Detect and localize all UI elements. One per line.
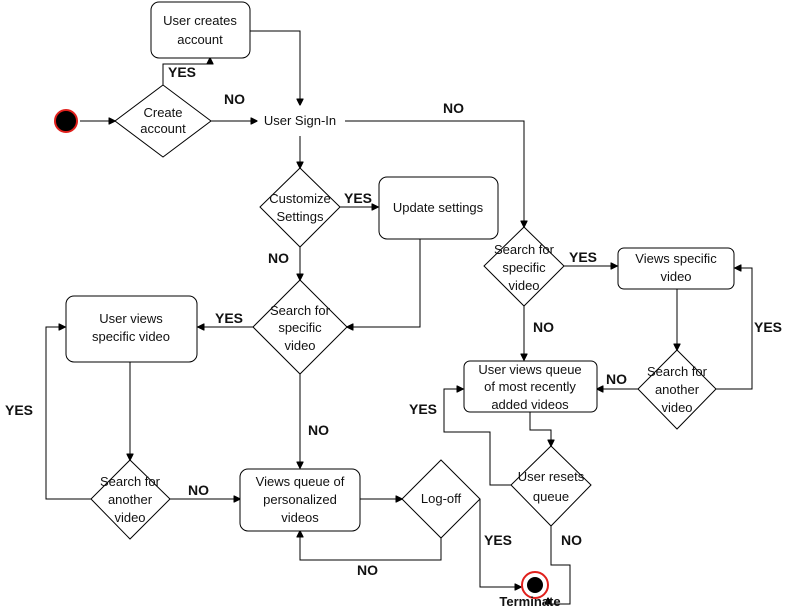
node-user-sign-in: User Sign-In [264,113,336,128]
node-text-line: video [508,278,539,293]
node-text-line: specific [502,260,546,275]
node-text-line: video [114,510,145,525]
edges-layer [45,30,753,605]
diamond-shape [114,84,212,158]
label-another-right-no: NO [606,371,627,387]
process-views-specific-video: Views specific video [617,247,735,290]
end-dot [527,577,543,593]
label-search-left-yes: YES [215,310,243,326]
decision-search-another-left: Search for another video [90,459,171,540]
node-text-line: User creates [163,13,237,28]
diamond-shape [483,226,565,307]
label-another-left-yes: YES [5,402,33,418]
process-update-settings: Update settings [378,176,499,240]
node-text-line: video [660,269,691,284]
nodes-layer: Create account User creates account User… [54,1,735,609]
edge-signin-no [345,120,524,227]
node-text-line: Views queue of [256,474,345,489]
label-create-account-yes: YES [168,64,196,80]
diamond-shape [252,279,348,375]
node-text-line: User resets [518,469,585,484]
diamond-shape [637,349,717,430]
edge-logoff-no [300,531,442,561]
diamond-shape [401,459,481,539]
process-user-views-specific-video: User views specific video [65,295,198,363]
decision-search-specific-right: Search for specific video [483,226,565,307]
node-text-line: another [655,382,700,397]
node-text-line: User views queue [478,362,581,377]
edge-recent-to-resets [529,412,551,446]
edge-create-account-yes [162,58,210,85]
label-another-right-yes: YES [754,319,782,335]
node-text-line: queue [533,489,569,504]
edge-update-settings-to-search [347,239,421,327]
node-text-line: Views specific [635,251,717,266]
node-text-line: Search for [494,242,555,257]
edge-user-creates-to-signin [250,30,300,105]
node-text-line: video [661,400,692,415]
label-search-left-no: NO [308,422,329,438]
node-text-line: another [108,492,153,507]
rounded-box [617,247,735,290]
label-another-left-no: NO [188,482,209,498]
decision-create-account: Create account [114,84,212,158]
node-text-line: of most recently [484,379,576,394]
rounded-box [378,176,499,240]
label-resets-no: NO [561,532,582,548]
end-node-terminate: Terminate [499,571,561,609]
node-text-line: account [177,32,223,47]
node-text-line: User views [99,311,163,326]
edge-another-left-yes [45,327,91,500]
label-customize-yes: YES [344,190,372,206]
node-text-line: Settings [277,209,324,224]
label-create-account-no: NO [224,91,245,107]
label-customize-no: NO [268,250,289,266]
node-text-line: Create [143,105,182,120]
node-text-line: Search for [270,303,331,318]
node-text-line: specific [278,320,322,335]
edge-labels-layer: YES NO NO YES NO YES NO YES NO NO YES YE… [5,64,782,578]
process-recent-videos-queue: User views queue of most recently added … [463,360,598,413]
process-views-personalized-queue: Views queue of personalized videos [239,468,361,532]
node-text-line: Search for [647,364,708,379]
decision-user-resets-queue: User resets queue [510,445,592,527]
label-signin-no: NO [443,100,464,116]
rounded-box [65,295,198,363]
edge-resets-yes [443,389,511,486]
label-search-right-no: NO [533,319,554,335]
edge-resets-no [548,526,571,605]
node-text-line: Search for [100,474,161,489]
node-text-line: personalized [263,492,337,507]
rounded-box [150,1,251,59]
node-text-line: Update settings [393,200,484,215]
node-text-line: account [140,121,186,136]
node-text-line: videos [281,510,319,525]
decision-search-specific-left: Search for specific video [252,279,348,375]
edge-another-right-yes [716,268,753,390]
diamond-shape [90,459,171,540]
label-resets-yes: YES [409,401,437,417]
process-user-creates-account: User creates account [150,1,251,59]
terminate-label: Terminate [499,594,560,609]
node-text-line: User Sign-In [264,113,336,128]
label-search-right-yes: YES [569,249,597,265]
label-logoff-yes: YES [484,532,512,548]
edge-logoff-yes [479,499,521,587]
decision-customize-settings: Customize Settings [259,167,341,248]
node-text-line: Customize [269,191,330,206]
start-node [54,109,78,133]
decision-log-off: Log-off [401,459,481,539]
node-text-line: Log-off [421,491,462,506]
decision-search-another-right: Search for another video [637,349,717,430]
rounded-box [463,360,598,413]
rounded-box [239,468,361,532]
label-logoff-no: NO [357,562,378,578]
node-text-line: specific video [92,329,170,344]
node-text-line: added videos [491,397,569,412]
diamond-shape [259,167,341,248]
node-text-line: video [284,338,315,353]
diamond-shape [510,445,592,527]
